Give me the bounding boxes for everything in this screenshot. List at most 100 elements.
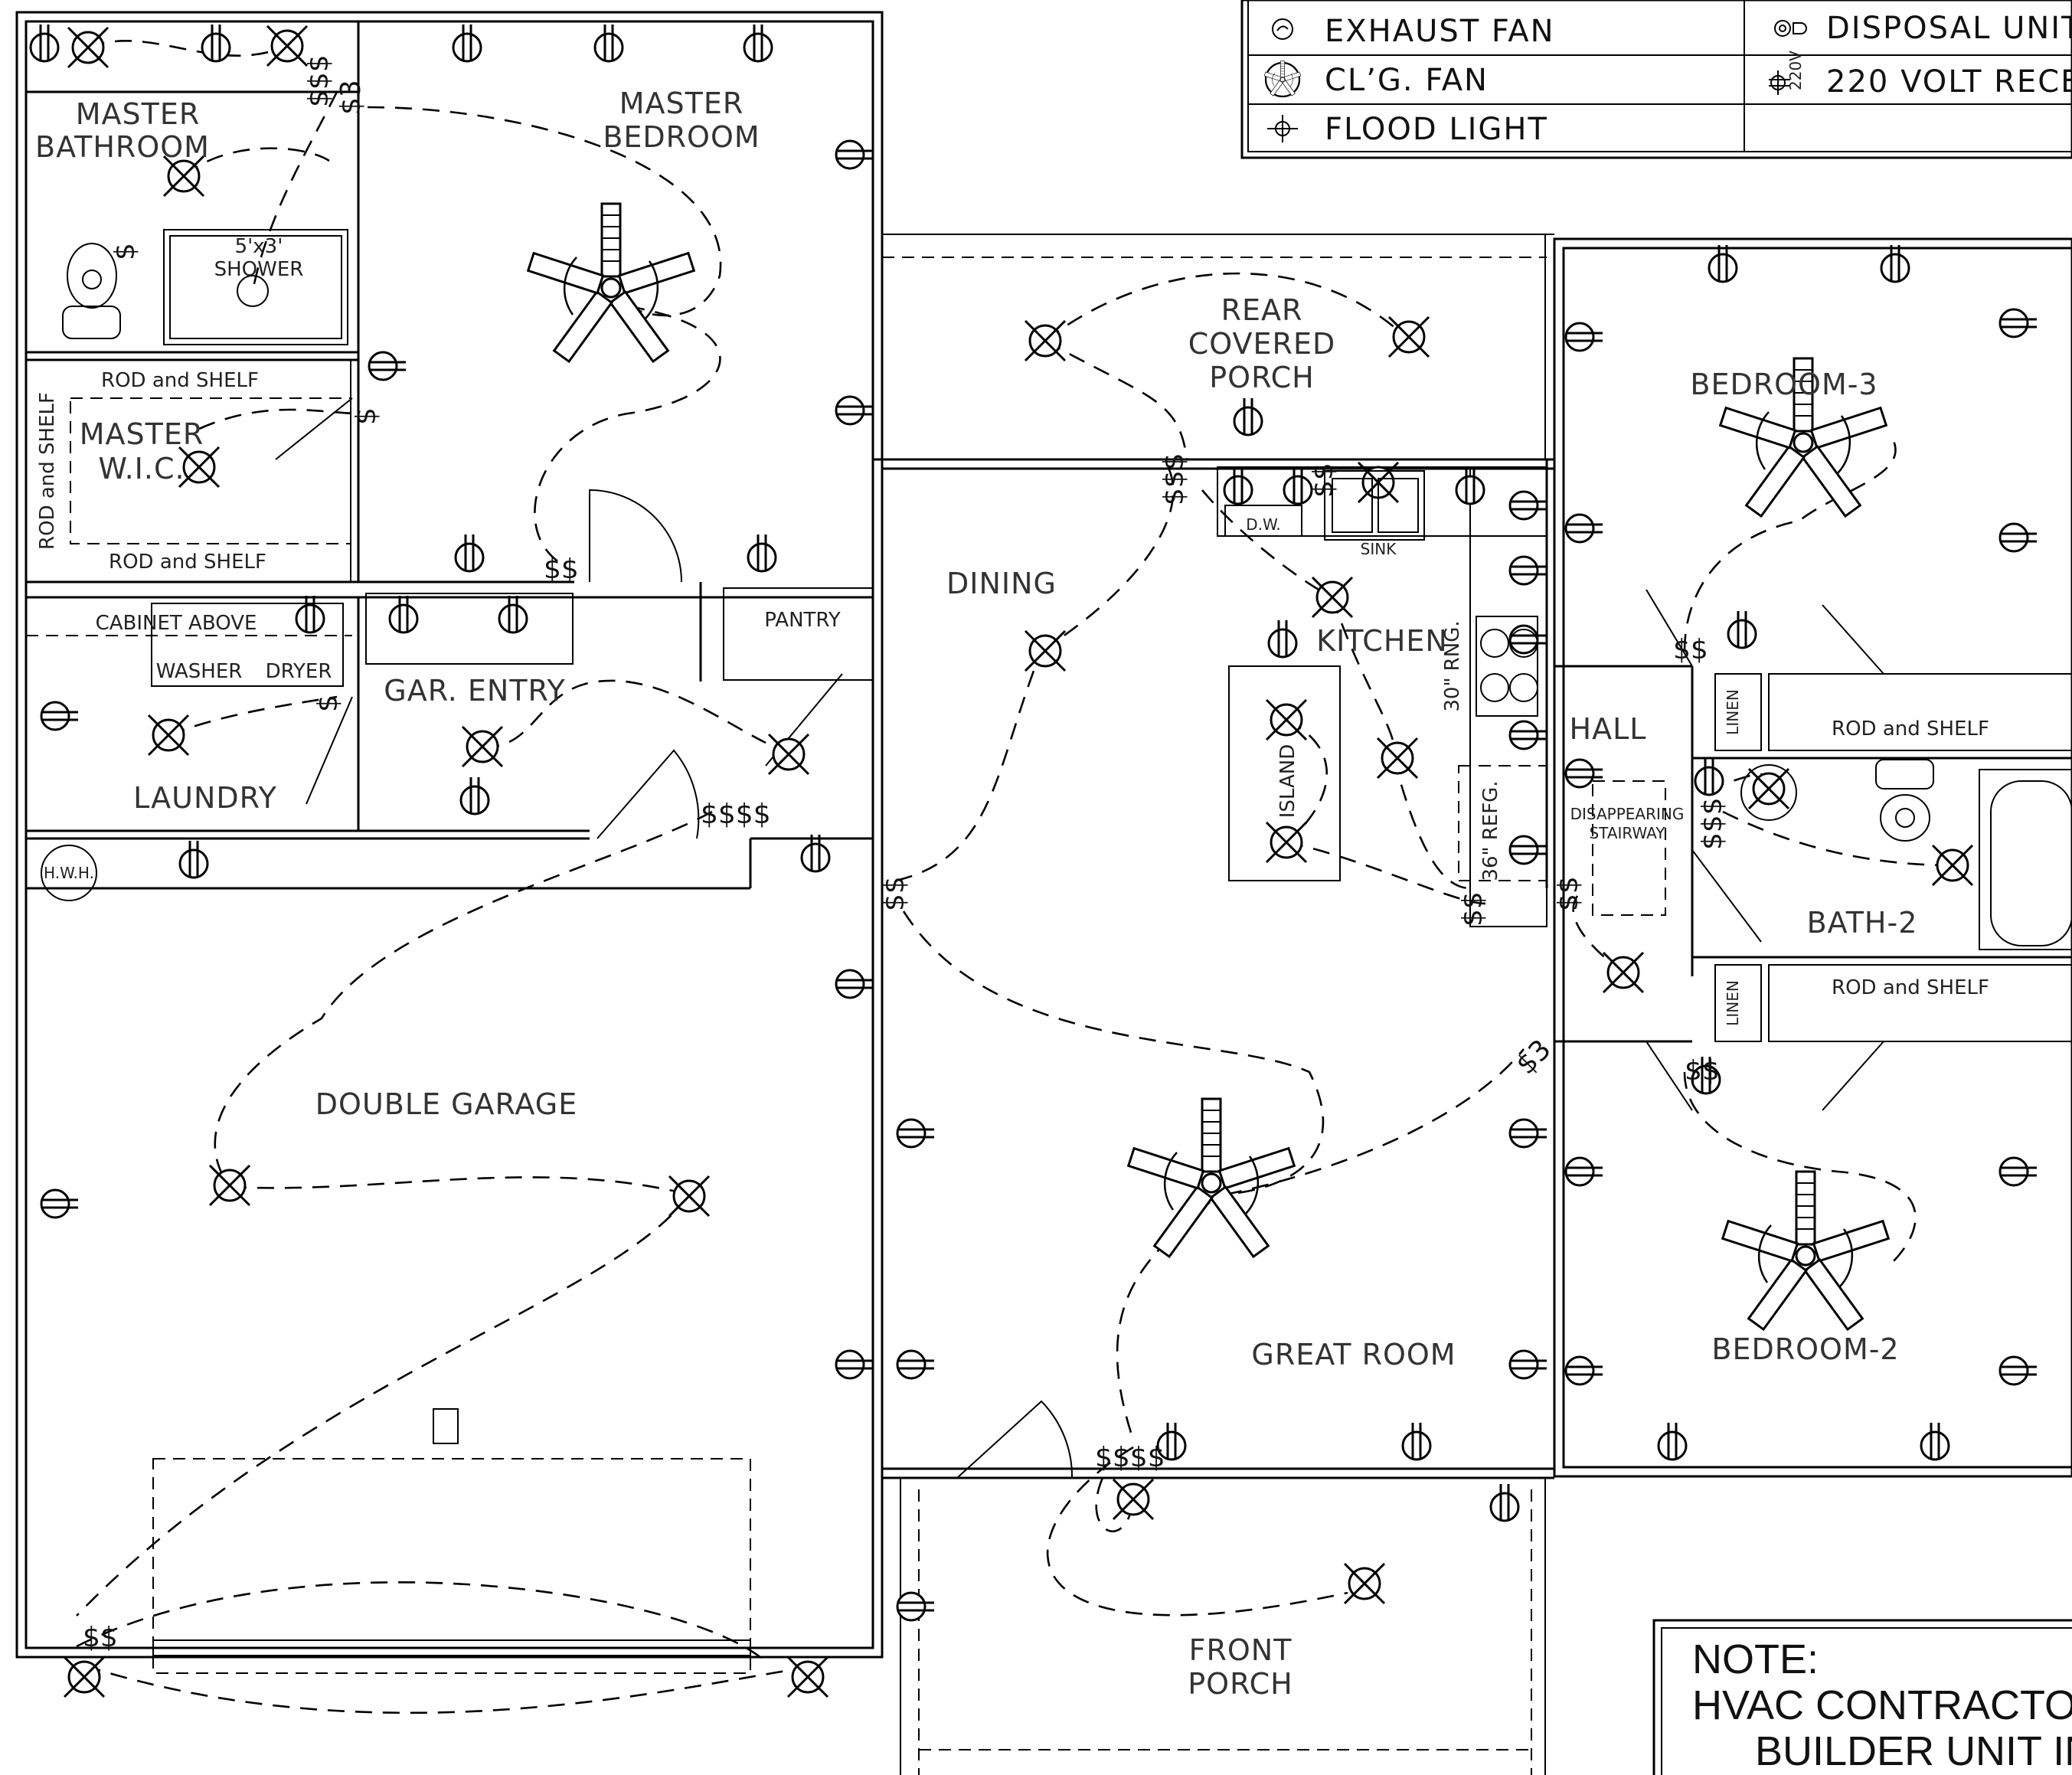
220-volt-receptacle-icon: 220V bbox=[1769, 51, 1805, 95]
label-hall: HALL bbox=[1570, 712, 1647, 746]
switch-triple: $$$ bbox=[303, 54, 335, 107]
light-fixture bbox=[147, 714, 190, 757]
switch-triple: $$$ bbox=[1159, 453, 1190, 505]
light-fixture bbox=[461, 725, 504, 768]
label-master-bathroom-1: MASTER bbox=[76, 97, 201, 131]
switch-double: $$ bbox=[544, 554, 579, 585]
symbol-legend: EXHAUST FAN CL’G. FAN FLOOD LIGHT 220V D… bbox=[1240, 0, 2072, 159]
light-fixture bbox=[786, 1656, 829, 1698]
legend-exhaust-fan: EXHAUST FAN bbox=[1325, 14, 1555, 49]
switches: $$$ $3 $ $ $$ $ $$$$ $$ $$$ $$ $$ $$ $3 … bbox=[83, 54, 1728, 1653]
light-fixture bbox=[1387, 315, 1430, 358]
label-front-porch-2: PORCH bbox=[1188, 1667, 1293, 1701]
label-dryer: DRYER bbox=[266, 660, 332, 683]
water-heater bbox=[41, 845, 97, 901]
kitchen-appliances bbox=[1224, 470, 1538, 702]
label-bedroom3: BEDROOM-3 bbox=[1690, 368, 1878, 401]
label-rear-porch-3: PORCH bbox=[1209, 361, 1314, 394]
label-range: 30" RNG. bbox=[1441, 620, 1464, 711]
label-shower: SHOWER bbox=[214, 258, 304, 281]
note-title: NOTE: bbox=[1692, 1636, 1819, 1682]
light-fixture bbox=[1112, 1478, 1155, 1521]
interior-walls bbox=[25, 21, 2072, 1043]
label-refrigerator: 36" REFG. bbox=[1479, 780, 1502, 881]
switch-double: $$ bbox=[1685, 1055, 1720, 1087]
light-fixture bbox=[1265, 698, 1308, 741]
garage-door bbox=[152, 1639, 751, 1656]
garage-parking-outline bbox=[152, 1458, 751, 1674]
note-box: NOTE: HVAC CONTRACTOR BUILDER UNIT INFO bbox=[1652, 1619, 2072, 1775]
note-line1: HVAC CONTRACTOR bbox=[1692, 1682, 2072, 1728]
label-master-wic-2: W.I.C. bbox=[98, 452, 185, 485]
light-fixture bbox=[208, 1164, 251, 1207]
ceiling-fan-great-room bbox=[1127, 1097, 1296, 1258]
label-hwh: H.W.H. bbox=[44, 864, 94, 882]
light-fixture bbox=[1024, 629, 1067, 672]
switch-double: $$ bbox=[1457, 891, 1489, 927]
label-pantry: PANTRY bbox=[764, 609, 841, 632]
switch-single: $ bbox=[351, 407, 382, 425]
label-sink: SINK bbox=[1361, 540, 1397, 558]
label-rod-shelf-bedroom2: ROD and SHELF bbox=[1832, 976, 1989, 999]
light-fixture bbox=[67, 26, 109, 69]
wiring-runs bbox=[76, 40, 1953, 1715]
label-great-room: GREAT ROOM bbox=[1251, 1338, 1456, 1371]
note-line2: BUILDER UNIT INFO bbox=[1755, 1728, 2072, 1774]
light-fixture bbox=[1376, 737, 1419, 780]
label-rod-shelf-side: ROD and SHELF bbox=[36, 392, 59, 550]
legend-flood-light: FLOOD LIGHT bbox=[1325, 112, 1548, 147]
label-rod-shelf-bottom: ROD and SHELF bbox=[109, 551, 266, 574]
light-fixture bbox=[178, 446, 221, 489]
switch-triple: $$$ bbox=[1697, 797, 1728, 850]
bath-fixtures bbox=[62, 243, 1934, 842]
room-labels: MASTER BATHROOM MASTER BEDROOM 5'x3' SHO… bbox=[35, 87, 1989, 1701]
label-gar-entry: GAR. ENTRY bbox=[384, 674, 565, 708]
label-master-bedroom-1: MASTER bbox=[619, 87, 744, 120]
switch-single: $ bbox=[109, 243, 141, 260]
exterior-walls bbox=[15, 11, 2072, 1775]
switch-3way: $3 bbox=[1510, 1034, 1557, 1080]
ceiling-fan-bedroom2 bbox=[1721, 1170, 1890, 1331]
label-laundry: LAUNDRY bbox=[133, 781, 277, 815]
doors bbox=[275, 397, 1884, 1479]
switch-double: $$ bbox=[1308, 463, 1339, 498]
label-bedroom2: BEDROOM-2 bbox=[1711, 1332, 1899, 1366]
light-fixture bbox=[1602, 951, 1645, 994]
label-stairway: STAIRWAY bbox=[1589, 824, 1665, 842]
switch-single: $ bbox=[312, 695, 344, 712]
label-disappearing: DISAPPEARING bbox=[1570, 805, 1685, 823]
label-master-bathroom-2: BATHROOM bbox=[35, 130, 210, 164]
light-fixture bbox=[668, 1175, 711, 1218]
label-rod-shelf-top: ROD and SHELF bbox=[101, 369, 259, 392]
switch-double: $$ bbox=[1553, 876, 1584, 911]
light-fixture bbox=[1311, 576, 1354, 619]
light-fixture bbox=[767, 733, 810, 776]
receptacles bbox=[29, 23, 2038, 1622]
label-dining: DINING bbox=[946, 567, 1057, 600]
flood-light-icon bbox=[1267, 115, 1298, 142]
label-rear-porch-2: COVERED bbox=[1188, 327, 1335, 361]
ceiling-fan-master-bedroom bbox=[527, 202, 695, 363]
light-fixture bbox=[1343, 1562, 1386, 1605]
label-kitchen: KITCHEN bbox=[1316, 624, 1448, 658]
label-washer: WASHER bbox=[156, 660, 243, 683]
switch-double: $$ bbox=[83, 1622, 118, 1653]
switch-double: $$ bbox=[879, 876, 910, 911]
label-front-porch-1: FRONT bbox=[1189, 1633, 1293, 1667]
label-shower-size: 5'x3' bbox=[235, 235, 283, 258]
switch-double: $$ bbox=[1673, 634, 1708, 665]
label-island: ISLAND bbox=[1276, 744, 1299, 819]
light-fixture bbox=[1024, 319, 1067, 362]
svg-text:220V: 220V bbox=[1786, 51, 1805, 90]
switch-3way: $3 bbox=[335, 80, 367, 115]
disposal-unit-icon bbox=[1774, 20, 1807, 37]
ceiling-fans bbox=[527, 202, 1890, 1331]
label-cabinet-above: CABINET ABOVE bbox=[96, 612, 257, 635]
label-master-bedroom-2: BEDROOM bbox=[603, 120, 760, 154]
light-fixture bbox=[1747, 767, 1790, 810]
label-rear-porch-1: REAR bbox=[1221, 293, 1303, 327]
label-linen-top: LINEN bbox=[1724, 689, 1742, 735]
legend-ceiling-fan: CL’G. FAN bbox=[1325, 63, 1489, 98]
